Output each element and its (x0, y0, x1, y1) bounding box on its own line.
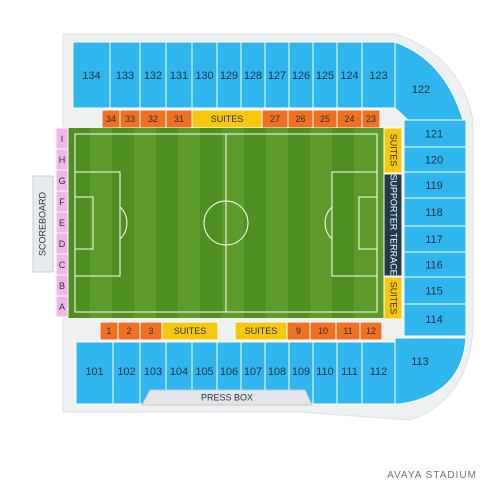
section-131[interactable] (165, 41, 193, 109)
ga-row-E[interactable] (55, 211, 69, 234)
section-113[interactable] (394, 337, 467, 405)
club-24[interactable] (336, 109, 363, 129)
ga-row-F[interactable] (55, 190, 69, 213)
section-123[interactable] (361, 41, 396, 109)
club-32[interactable] (139, 109, 167, 129)
section-111[interactable] (336, 341, 363, 405)
club-3[interactable] (139, 321, 163, 341)
ga-row-B[interactable] (55, 274, 69, 297)
section-133[interactable] (109, 41, 141, 109)
venue-name: AVAYA STADIUM (387, 470, 477, 481)
section-117[interactable] (403, 225, 467, 253)
club-25[interactable] (312, 109, 338, 129)
scoreboard (32, 175, 54, 273)
ga-row-H[interactable] (55, 148, 69, 171)
section-102[interactable] (112, 341, 141, 405)
supporter-terrace-label: SUPPORTER TERRACE (389, 174, 399, 275)
ga-row-I[interactable] (55, 127, 69, 150)
supporter-terrace[interactable] (383, 173, 403, 277)
top-suites[interactable] (191, 109, 263, 129)
section-120[interactable] (403, 146, 467, 173)
section-119[interactable] (403, 171, 467, 199)
section-112[interactable] (361, 341, 396, 405)
section-101[interactable] (75, 341, 114, 405)
club-9[interactable] (286, 321, 311, 341)
section-115[interactable] (403, 276, 467, 305)
club-31[interactable] (165, 109, 193, 129)
club-27[interactable] (261, 109, 289, 129)
section-110[interactable] (312, 341, 338, 405)
section-125[interactable] (312, 41, 338, 109)
section-116[interactable] (403, 251, 467, 278)
section-130[interactable] (191, 41, 218, 109)
ga-row-C[interactable] (55, 253, 69, 276)
section-128[interactable] (240, 41, 266, 109)
club-12[interactable] (359, 321, 383, 341)
club-10[interactable] (309, 321, 337, 341)
section-132[interactable] (139, 41, 167, 109)
club-1[interactable] (99, 321, 119, 341)
club-26[interactable] (287, 109, 314, 129)
soccer-field (68, 128, 384, 318)
right-suites-top[interactable] (383, 127, 403, 174)
section-118[interactable] (403, 197, 467, 227)
ga-row-D[interactable] (55, 232, 69, 255)
club-11[interactable] (335, 321, 361, 341)
section-114[interactable] (403, 303, 467, 337)
section-134[interactable] (72, 41, 111, 109)
bottom-suites-left[interactable] (161, 321, 219, 341)
ga-row-G[interactable] (55, 169, 69, 192)
club-34[interactable] (101, 109, 121, 129)
section-124[interactable] (336, 41, 363, 109)
right-suites-bottom[interactable] (383, 276, 403, 320)
section-129[interactable] (216, 41, 242, 109)
ga-row-A[interactable] (55, 295, 69, 318)
press-box (141, 389, 313, 406)
section-121[interactable] (403, 119, 467, 148)
club-33[interactable] (119, 109, 141, 129)
club-2[interactable] (117, 321, 141, 341)
bottom-suites-right[interactable] (234, 321, 288, 341)
section-127[interactable] (264, 41, 290, 109)
club-23[interactable] (361, 109, 381, 129)
section-126[interactable] (288, 41, 314, 109)
